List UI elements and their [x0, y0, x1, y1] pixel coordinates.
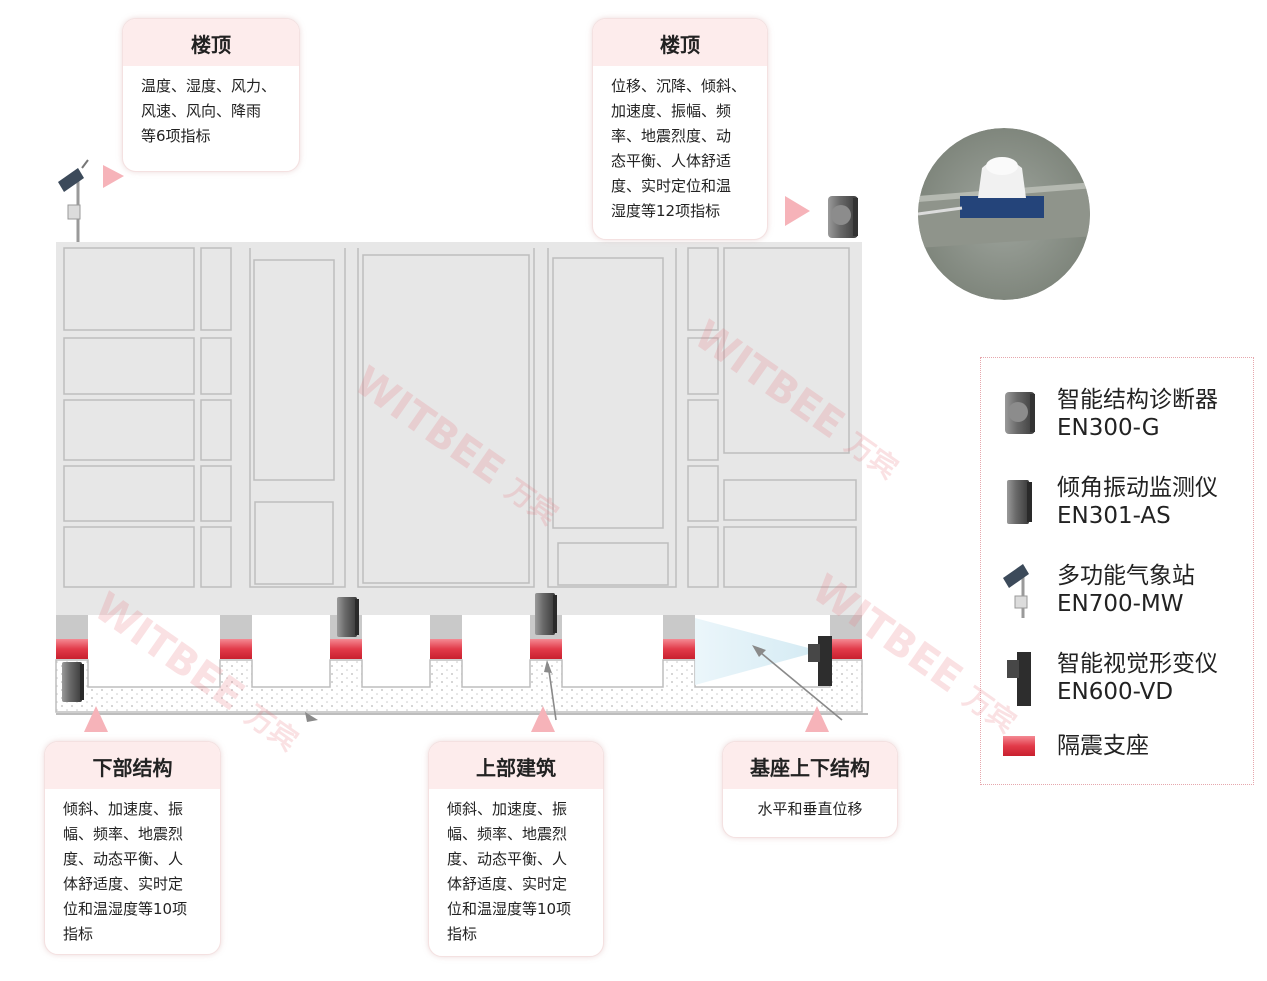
callout-base-structure: 基座上下结构 水平和垂直位移: [722, 741, 898, 838]
isolation-bearings: [56, 639, 862, 659]
callout-body: 温度、湿度、风力、 风速、风向、降雨 等6项指标: [141, 77, 277, 145]
isolation-bearing: [663, 639, 695, 659]
legend-item: 隔震支座: [999, 718, 1149, 774]
legend-name: 隔震支座: [1057, 733, 1149, 759]
legend-model: EN301-AS: [1057, 503, 1171, 529]
tilt-vibration-monitor-icon: [535, 593, 557, 635]
callout-body: 水平和垂直位移: [757, 800, 863, 818]
isolation-bearing-icon: [999, 718, 1039, 774]
pointer-triangle: [103, 165, 124, 188]
pointer-triangle: [84, 706, 108, 732]
legend-model: EN300-G: [1057, 415, 1160, 441]
tilt-vibration-monitor-icon: [337, 597, 359, 637]
callout-lower-structure: 下部结构 倾斜、加速度、振 幅、频率、地震烈 度、动态平衡、人 体舒适度、实时定…: [44, 741, 221, 955]
vision-deformation-icon: [999, 650, 1039, 706]
isolation-bearing: [530, 639, 562, 659]
isolation-bearing: [56, 639, 88, 659]
legend-model: EN600-VD: [1057, 679, 1174, 705]
callout-body: 倾斜、加速度、振 幅、频率、地震烈 度、动态平衡、人 体舒适度、实时定 位和温湿…: [63, 800, 188, 943]
pointer-triangle: [805, 706, 829, 732]
callout-upper-building: 上部建筑 倾斜、加速度、振 幅、频率、地震烈 度、动态平衡、人 体舒适度、实时定…: [428, 741, 604, 957]
isolation-bearing: [430, 639, 462, 659]
callout-title: 楼顶: [593, 19, 767, 66]
diagnostic-device-icon: [999, 386, 1039, 442]
weather-station-icon: [58, 159, 89, 242]
callout-title: 楼顶: [123, 19, 299, 66]
pointer-triangle: [531, 706, 555, 732]
legend-name: 智能结构诊断器: [1057, 387, 1218, 413]
callout-body: 位移、沉降、倾斜、 加速度、振幅、频 率、地震烈度、动 态平衡、人体舒适 度、实…: [611, 77, 747, 220]
diagnostic-device-icon: [828, 196, 858, 238]
isolation-bearing: [830, 639, 862, 659]
sensor-install-photo: [918, 128, 1090, 300]
callout-roof-left: 楼顶 温度、湿度、风力、 风速、风向、降雨 等6项指标: [122, 18, 300, 172]
tilt-vibration-monitor-icon: [999, 474, 1039, 530]
building-superstructure: [56, 242, 862, 639]
legend-name: 倾角振动监测仪: [1057, 475, 1218, 501]
pointer-triangle: [785, 196, 810, 226]
legend-name: 多功能气象站: [1057, 563, 1195, 589]
callout-title: 基座上下结构: [723, 742, 897, 789]
tilt-vibration-monitor-icon: [62, 662, 84, 702]
isolation-bearing: [330, 639, 362, 659]
weather-station-icon: [999, 562, 1039, 618]
legend-model: EN700-MW: [1057, 591, 1184, 617]
callout-roof-right: 楼顶 位移、沉降、倾斜、 加速度、振幅、频 率、地震烈度、动 态平衡、人体舒适 …: [592, 18, 768, 240]
isolation-bearing: [220, 639, 252, 659]
callout-title: 上部建筑: [429, 742, 603, 789]
callout-body: 倾斜、加速度、振 幅、频率、地震烈 度、动态平衡、人 体舒适度、实时定 位和温湿…: [447, 800, 572, 943]
callout-title: 下部结构: [45, 742, 220, 789]
legend-name: 智能视觉形变仪: [1057, 651, 1218, 677]
vision-deformation-icon: [808, 636, 832, 686]
